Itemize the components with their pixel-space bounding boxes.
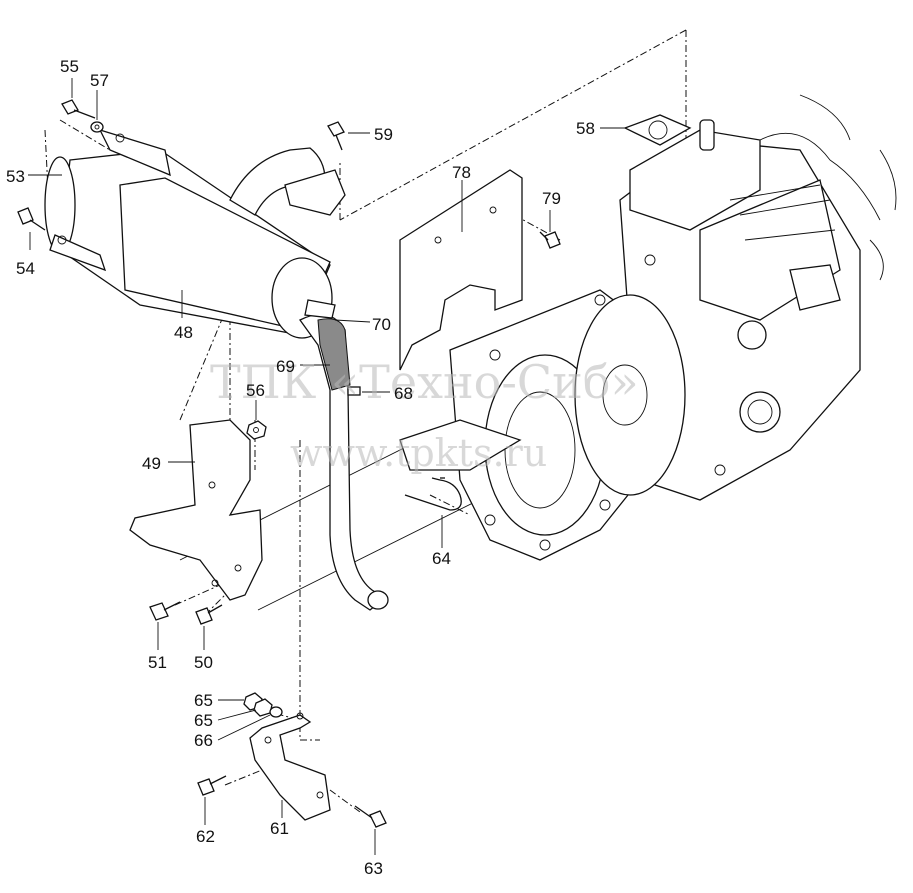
callout-78: 78 — [452, 163, 471, 182]
bolt-54 — [17, 207, 46, 231]
flywheel-housing — [449, 289, 686, 561]
bolt-62 — [197, 775, 227, 796]
callout-53: 53 — [6, 167, 25, 186]
callout-79: 79 — [542, 189, 561, 208]
u-bolt — [404, 477, 462, 511]
watermark-company: ТПК «Техно-Сиб» — [210, 355, 639, 409]
leader-lines — [28, 78, 625, 855]
bolt-55 — [61, 99, 96, 119]
callout-69: 69 — [276, 357, 295, 376]
gasket — [623, 114, 692, 146]
bolt-63 — [354, 805, 387, 828]
bolt-59 — [327, 121, 345, 151]
callout-63: 63 — [364, 859, 383, 878]
callout-61: 61 — [270, 819, 289, 838]
bolt-50 — [195, 604, 223, 625]
exhaust-elbow — [229, 147, 346, 216]
callout-58: 58 — [576, 119, 595, 138]
watermark-url: www.tpkts.ru — [290, 431, 547, 475]
callout-64: 64 — [432, 549, 451, 568]
callout-65a: 65 — [194, 691, 213, 710]
bolt-79 — [539, 231, 561, 249]
callout-70: 70 — [372, 315, 391, 334]
callout-65b: 65 — [194, 711, 213, 730]
washer-66 — [269, 706, 283, 718]
callout-50: 50 — [194, 653, 213, 672]
callout-labels: 55 57 53 54 48 59 58 78 79 70 69 68 56 4… — [6, 57, 595, 878]
bracket-49 — [129, 419, 263, 601]
heat-shield — [399, 169, 523, 371]
callout-54: 54 — [16, 259, 35, 278]
bolt-51 — [149, 601, 181, 621]
callout-66: 66 — [194, 731, 213, 750]
tailpipe — [299, 299, 389, 611]
washer-57 — [90, 121, 104, 133]
callout-59: 59 — [374, 125, 393, 144]
callout-51: 51 — [148, 653, 167, 672]
callout-49: 49 — [142, 454, 161, 473]
callout-56: 56 — [246, 381, 265, 400]
callout-62: 62 — [196, 827, 215, 846]
callout-55: 55 — [60, 57, 79, 76]
bracket-61 — [249, 712, 331, 821]
nut-56 — [246, 420, 267, 440]
support-bar — [399, 419, 522, 471]
callout-57: 57 — [90, 71, 109, 90]
callout-68: 68 — [394, 384, 413, 403]
callout-48: 48 — [174, 323, 193, 342]
